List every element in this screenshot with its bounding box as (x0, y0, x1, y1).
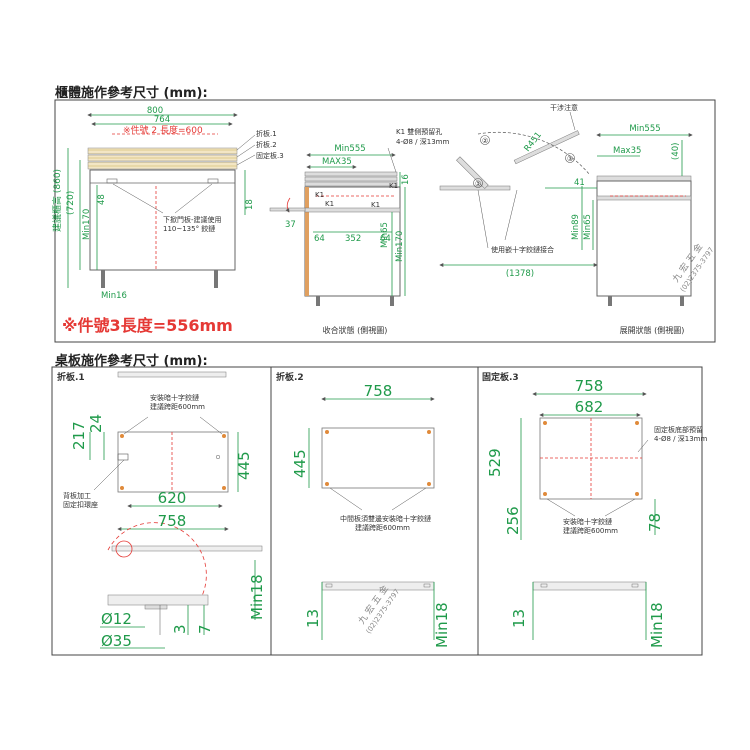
p1-dim-620: 620 (158, 489, 187, 507)
p1-dia12: Ø12 (101, 610, 132, 628)
closed-dim-64b: 64 (380, 234, 391, 244)
dim-min16: Min16 (101, 291, 127, 301)
cabinet-frame (54, 99, 716, 343)
open-interference-note: 干涉注意 (550, 103, 578, 112)
panel1-drawing (89, 371, 263, 649)
p1-min18: Min18 (248, 574, 266, 620)
p3-dim-529: 529 (486, 448, 504, 477)
closed-hole-note1: K1 雙側預留孔 (396, 127, 442, 136)
hinge-note-line2: 110~135° 鉸鏈 (163, 224, 215, 233)
open-max35: Max35 (613, 146, 641, 156)
closed-side-view (269, 147, 406, 306)
open-min89: Min89 (571, 214, 581, 240)
p3-hole-note-line2: 4-Ø8 / 深13mm (654, 434, 707, 443)
dim-764: 764 (154, 115, 170, 125)
open-min65: Min65 (583, 214, 593, 240)
desk-frame (51, 366, 703, 656)
dim-720: (720) (66, 191, 76, 215)
p3-hole-note-line1: 固定板底部預留 (654, 425, 703, 434)
p2-dim-13: 13 (304, 609, 322, 628)
dim-18-front: 18 (245, 199, 255, 210)
hinge-note-line1: 下掀門板-建議使用 (163, 215, 222, 224)
p3-note-line1: 安裝暗十字鉸鏈 (563, 517, 612, 526)
open-circle-3: ③ (567, 155, 573, 163)
closed-k1-c: K1 (371, 201, 380, 209)
label-fold1: 折板.1 (256, 129, 277, 138)
p2-min18: Min18 (433, 602, 451, 648)
cabinet-section-title: 櫃體施作參考尺寸 (mm): (55, 86, 208, 101)
closed-dim-37: 37 (285, 220, 296, 230)
closed-max35: MAX35 (322, 157, 352, 167)
closed-min555: Min555 (334, 144, 365, 154)
panel2-title: 折板.2 (276, 371, 304, 383)
p1-dim-758: 758 (158, 512, 187, 530)
front-view (67, 113, 256, 288)
dim-800: 800 (147, 106, 163, 116)
p3-dim-682: 682 (575, 398, 604, 416)
p2-note-line2: 建議跨距600mm (355, 523, 410, 532)
closed-dim-64a: 64 (314, 234, 325, 244)
open-caption: 展開狀態 (側視圖) (620, 325, 685, 335)
open-dim-1378: (1378) (506, 269, 534, 279)
p2-dim-445: 445 (291, 449, 309, 478)
closed-dim-16: 16 (401, 174, 411, 185)
open-dim-41: 41 (574, 178, 585, 188)
closed-k1-b: K1 (325, 200, 334, 208)
p1-dim-3: 3 (171, 624, 189, 634)
p1-dia35: Ø35 (101, 632, 132, 650)
label-fold2: 折板.2 (256, 140, 277, 149)
label-fixed3: 固定板.3 (256, 151, 284, 160)
closed-dim-352: 352 (345, 234, 361, 244)
p3-dim-256: 256 (504, 506, 522, 535)
p3-dim-758: 758 (575, 377, 604, 395)
panel3-drawing (520, 392, 656, 640)
open-min555: Min555 (629, 124, 660, 134)
p3-dim-13: 13 (510, 609, 528, 628)
part3-length-note: ※件號3長度=556mm (62, 316, 233, 335)
p1-dim-217: 217 (70, 421, 88, 450)
closed-hole-note2: 4-Ø8 / 深13mm (396, 137, 449, 146)
open-side-view (439, 111, 693, 306)
closed-k1-a: K1 (315, 191, 324, 199)
p2-note-line1: 中間板須雙邊安裝暗十字鉸鏈 (340, 514, 431, 523)
p1-dim-24: 24 (87, 414, 105, 433)
desk-section-title: 桌板施作參考尺寸 (mm): (55, 354, 208, 369)
panel3-title: 固定板.3 (482, 371, 519, 383)
p3-dim-78: 78 (646, 513, 664, 532)
p3-note-line2: 建議跨距600mm (563, 526, 618, 535)
open-circle-2: ② (482, 137, 488, 145)
panel2-drawing (308, 397, 435, 640)
closed-min170: Min170 (395, 231, 405, 262)
part2-length-note: ※件號 2 長度=600 (123, 124, 203, 136)
p1-edge-note-line2: 固定扣環座 (63, 500, 98, 509)
p3-min18: Min18 (648, 602, 666, 648)
p1-edge-note-line1: 背板加工 (63, 491, 91, 500)
closed-min65: Min65 (380, 222, 390, 248)
open-hinge-note: 使用嵌十字鉸鏈接合 (491, 245, 554, 254)
open-circle-1: ① (475, 180, 481, 188)
closed-k1-d: K1 (389, 182, 398, 190)
p2-dim-758: 758 (364, 382, 393, 400)
dim-min170-front: Min170 (82, 209, 92, 240)
p1-note-line2: 建議跨距600mm (150, 402, 205, 411)
p1-dim-7: 7 (196, 624, 214, 634)
open-dim-40: (40) (671, 143, 681, 160)
closed-caption: 收合狀態 (側視圖) (323, 325, 388, 335)
p1-dim-445: 445 (235, 451, 253, 480)
p1-note-line1: 安裝暗十字鉸鏈 (150, 393, 199, 402)
panel1-title: 折板.1 (57, 371, 85, 383)
cabinet-height-label: 建議櫃高 (860) (51, 169, 63, 232)
dim-48: 48 (97, 194, 107, 205)
